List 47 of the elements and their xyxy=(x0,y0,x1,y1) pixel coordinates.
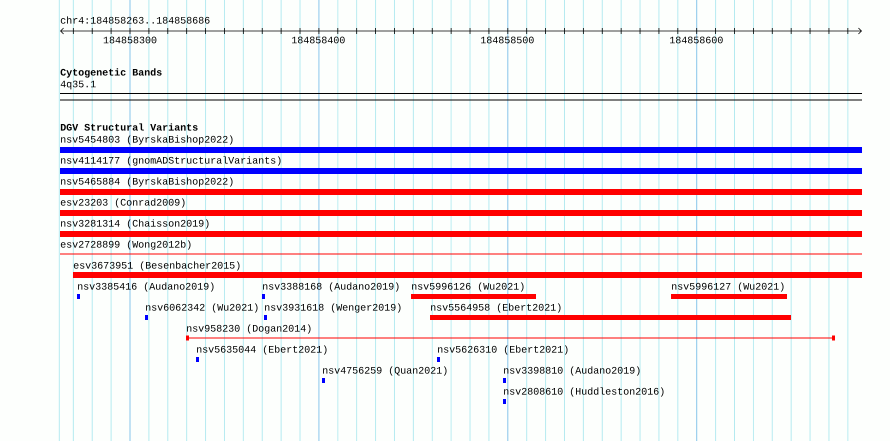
variant-feature: nsv2808610 (Huddleston2016) xyxy=(503,387,664,404)
variant-feature: nsv5465884 (ByrskaBishop2022) xyxy=(60,177,862,195)
node-label: nsv5564958 (Ebert2021) xyxy=(431,303,561,313)
node-label: nsv958230 (Dogan2014) xyxy=(187,324,311,334)
tick-label: 184858600 xyxy=(670,36,723,44)
variant-feature: esv3673951 (Besenbacher2015) xyxy=(73,261,862,278)
node-label: nsv5996127 (Wu2021) xyxy=(672,282,784,292)
variant-feature: nsv5996126 (Wu2021) xyxy=(411,282,536,299)
variant-feature: nsv4114177 (gnomADStructuralVariants) xyxy=(60,156,862,174)
variant-feature: nsv5996127 (Wu2021) xyxy=(671,282,788,299)
variant-feature: nsv5564958 (Ebert2021) xyxy=(430,303,792,320)
node-label: nsv3931618 (Wenger2019) xyxy=(265,303,401,313)
tick-label: 184858500 xyxy=(481,36,534,44)
tick-label: 184858300 xyxy=(104,36,156,44)
node-label: nsv3385416 (Audano2019) xyxy=(78,282,214,292)
node-label: nsv3281314 (Chaisson2019) xyxy=(61,219,209,229)
node-label: esv3673951 (Besenbacher2015) xyxy=(74,261,240,271)
node-label: nsv5465884 (ByrskaBishop2022) xyxy=(61,177,233,187)
variant-feature: nsv5454803 (ByrskaBishop2022) xyxy=(60,135,862,153)
cytoband: 4q35.1 xyxy=(60,80,863,100)
node-label: nsv5996126 (Wu2021) xyxy=(412,282,524,292)
variant-feature: nsv3281314 (Chaisson2019) xyxy=(60,219,862,237)
node-label: nsv2808610 (Huddleston2016) xyxy=(504,387,664,397)
variant-feature: esv23203 (Conrad2009) xyxy=(60,198,862,216)
node-label: nsv3388168 (Audano2019) xyxy=(263,282,399,292)
node-label: nsv4114177 (gnomADStructuralVariants) xyxy=(61,156,281,166)
variant-feature: esv2728899 (Wong2012b) xyxy=(60,240,862,254)
variant-feature: nsv5626310 (Ebert2021) xyxy=(437,345,568,362)
variant-feature: nsv3931618 (Wenger2019) xyxy=(264,303,401,320)
variant-feature: nsv6062342 (Wu2021) xyxy=(145,303,258,320)
variant-feature: nsv958230 (Dogan2014) xyxy=(186,324,836,340)
variant-feature: nsv3388168 (Audano2019) xyxy=(262,282,399,299)
range-label: chr4:184858263..184858686 xyxy=(60,16,210,24)
variant-feature: nsv4756259 (Quan2021) xyxy=(322,366,447,383)
variant-feature: nsv5635044 (Ebert2021) xyxy=(196,345,327,362)
node-label: nsv5454803 (ByrskaBishop2022) xyxy=(61,135,233,145)
variant-feature: nsv3398810 (Audano2019) xyxy=(503,366,640,383)
node-label: nsv6062342 (Wu2021) xyxy=(146,303,258,313)
node-label: nsv4756259 (Quan2021) xyxy=(323,366,447,376)
tick-label: 184858400 xyxy=(292,36,345,44)
node-label: nsv5626310 (Ebert2021) xyxy=(438,345,568,355)
node-label: nsv5635044 (Ebert2021) xyxy=(197,345,327,355)
track-heading: DGV Structural Variants xyxy=(60,123,198,131)
node-label: esv2728899 (Wong2012b) xyxy=(60,240,191,250)
variant-feature: nsv3385416 (Audano2019) xyxy=(77,282,214,299)
node-label: nsv3398810 (Audano2019) xyxy=(504,366,640,376)
node-label: esv23203 (Conrad2009) xyxy=(60,198,185,208)
